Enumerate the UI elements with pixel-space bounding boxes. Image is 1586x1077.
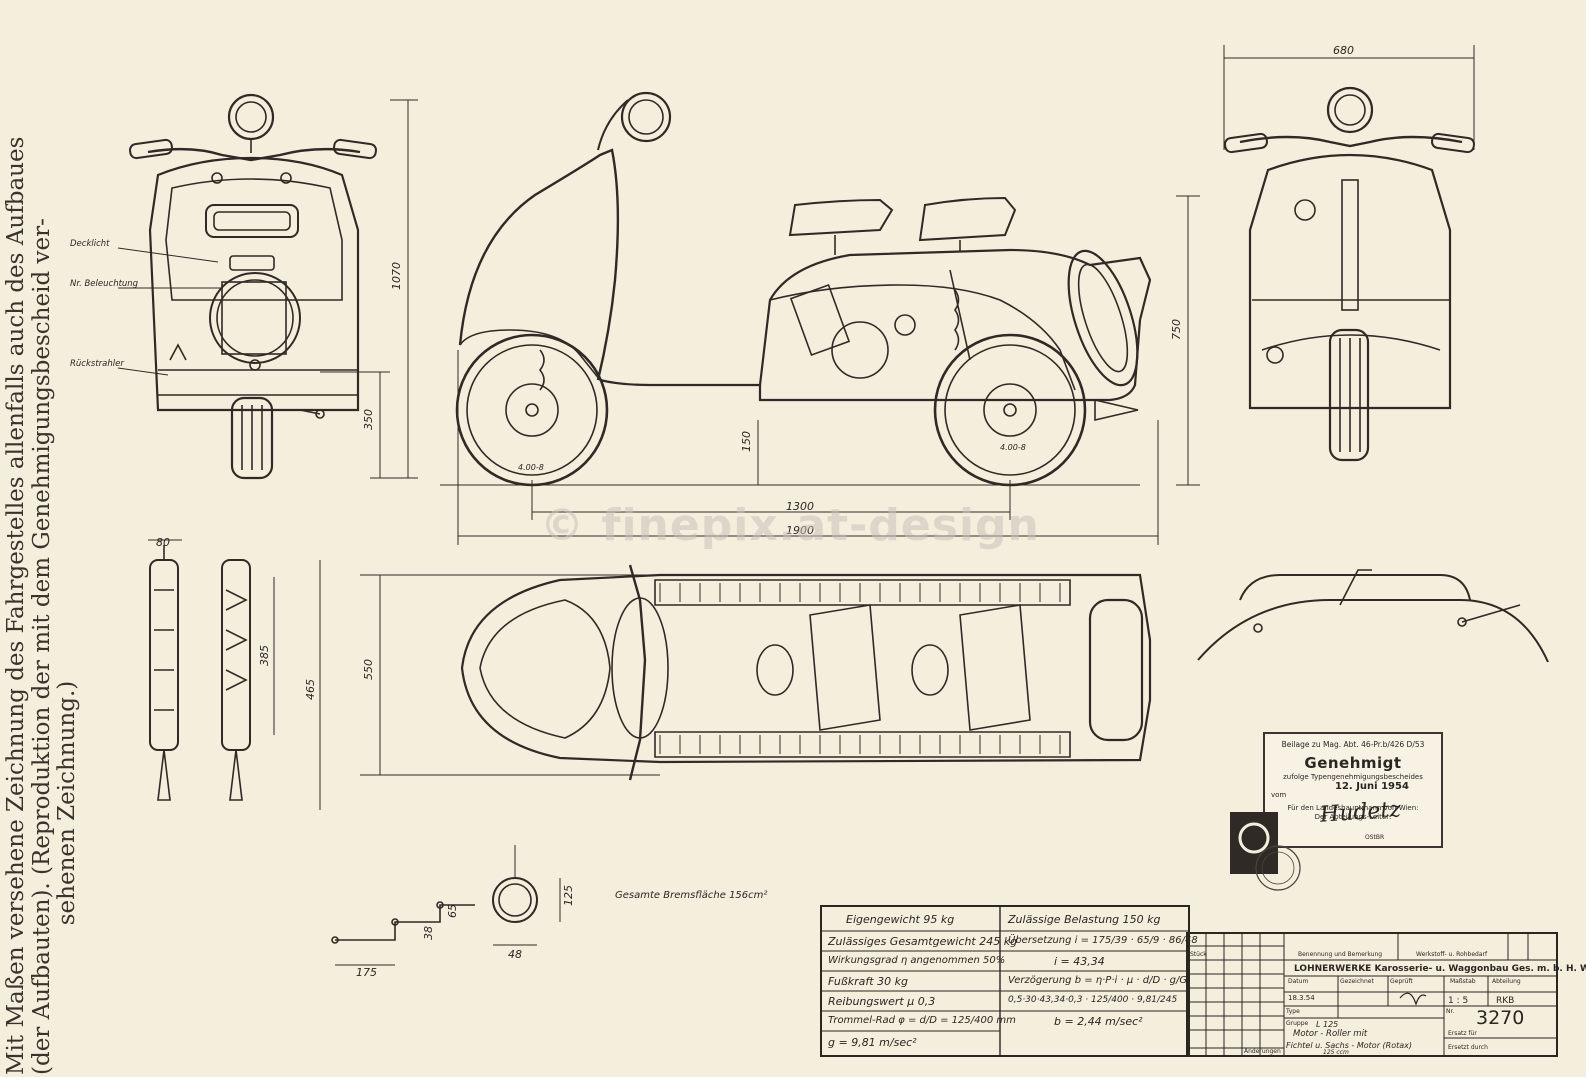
- title-block: Stück Benennung und Bemerkung Werkstoff-…: [1186, 932, 1586, 1057]
- dim-wheel-w: 48: [508, 948, 522, 961]
- spec-table: Eigengewicht 95 kg Zulässige Belastung 1…: [820, 905, 1198, 1057]
- dim-plan-width: 550: [362, 659, 375, 680]
- tb-ersetzt: Ersetzt durch: [1448, 1044, 1488, 1051]
- tb-model: L 125: [1316, 1020, 1339, 1029]
- tb-gepruft: Geprüft: [1390, 978, 1413, 985]
- stamp-sub: zufolge Typengenehmigungsbescheides: [1283, 773, 1423, 781]
- tube-details: [148, 539, 321, 810]
- tb-number: 3270: [1476, 1007, 1525, 1029]
- stamp-date: 12. Juni 1954: [1335, 781, 1409, 792]
- plan-view: [360, 564, 1152, 781]
- spec-r1c0: Zulässiges Gesamtgewicht 245 kg: [828, 935, 1018, 948]
- tb-date: 18.3.54: [1288, 994, 1315, 1002]
- stamp-for: Für den Landeshauptmann von Wien:: [1287, 804, 1419, 812]
- dim-ground-clearance: 150: [740, 431, 753, 452]
- spec-table-grid: [822, 907, 1188, 1055]
- tb-gezeichnet: Gezeichnet: [1340, 978, 1374, 985]
- label-nr-beleuchtung: Nr. Beleuchtung: [70, 279, 139, 289]
- step-detail: [331, 845, 561, 966]
- spec-r0c0: Eigengewicht 95 kg: [846, 913, 955, 926]
- dim-step-h2: 65: [446, 904, 459, 918]
- tb-company: LOHNERWERKE Karosserie- u. Waggonbau Ges…: [1294, 964, 1586, 974]
- dim-length: 1900: [786, 524, 814, 537]
- spec-r1c1: Übersetzung i = 175/39 · 65/9 · 86/48: [1008, 935, 1198, 946]
- tyre-rear-label: 4.00-8: [1000, 443, 1026, 452]
- tb-anderungen: Änderungen: [1244, 1048, 1281, 1055]
- spec-r5c0: Trommel-Rad φ = d/D = 125/400 mm: [828, 1015, 1016, 1026]
- spec-r2c0: Wirkungsgrad η angenommen 50%: [828, 955, 1006, 966]
- spec-r3c1: Verzögerung b = η·P·i · μ · d/D · g/G: [1008, 975, 1188, 986]
- spec-r2c1: i = 43,34: [1054, 955, 1105, 968]
- tb-massstab: Maßstab: [1450, 978, 1476, 985]
- dim-width: 680: [1333, 44, 1354, 57]
- dim-height-step: 350: [362, 409, 375, 430]
- front-view: [117, 93, 418, 480]
- stamp-leader: Der Abteilungs-Leiter:: [1314, 813, 1392, 821]
- tyre-front-label: 4.00-8: [518, 463, 544, 472]
- rear-view: [1223, 45, 1475, 462]
- spec-r4c1: 0,5·30·43,34·0,3 · 125/400 · 9,81/245: [1008, 995, 1178, 1005]
- title-block-grid: [1188, 934, 1556, 1055]
- tb-desc1: Motor - Roller mit: [1293, 1029, 1368, 1039]
- dim-tube-width: 80: [156, 536, 170, 549]
- stamp-sig-name: OStBR: [1365, 834, 1385, 841]
- dim-tube-len2: 465: [304, 679, 317, 700]
- brake-note: Gesamte Bremsfläche 156cm²: [615, 890, 767, 901]
- dim-height-total: 1070: [390, 262, 403, 290]
- tb-gruppe: Gruppe: [1286, 1020, 1309, 1027]
- label-ruckstrahler: Rückstrahler: [70, 359, 124, 369]
- tb-benennung: Benennung und Bemerkung: [1298, 951, 1383, 958]
- tb-werkstoff: Werkstoff- u. Rohbedarf: [1416, 951, 1488, 958]
- tb-scale: 1 : 5: [1448, 996, 1469, 1006]
- tb-nr: Nr.: [1446, 1008, 1455, 1015]
- dim-step-w: 175: [356, 966, 377, 979]
- tb-ersatz: Ersatz für: [1448, 1030, 1477, 1037]
- tb-displacement: 125 ccm: [1323, 1049, 1349, 1056]
- tb-abteilung: Abteilung: [1492, 978, 1521, 985]
- side-view: [440, 91, 1200, 545]
- label-decklicht: Decklicht: [70, 239, 110, 249]
- dim-step-h: 38: [422, 926, 435, 940]
- dim-tube-len1: 385: [258, 645, 271, 666]
- stamp-vom: vom: [1271, 791, 1287, 799]
- tb-datum: Datum: [1288, 978, 1309, 985]
- dim-wheelbase: 1300: [786, 500, 814, 513]
- spec-r0c1: Zulässige Belastung 150 kg: [1008, 913, 1161, 926]
- spec-r3c0: Fußkraft 30 kg: [828, 975, 908, 988]
- stamp-top: Beilage zu Mag. Abt. 46-Pr.b/426 D/53: [1281, 740, 1425, 749]
- tb-desc2: Fichtel u. Sachs - Motor (Rotax): [1286, 1041, 1412, 1050]
- approval-stamp: Beilage zu Mag. Abt. 46-Pr.b/426 D/53 Ge…: [1263, 732, 1443, 848]
- tb-stuck: Stück: [1190, 951, 1207, 958]
- watermark: © finepix.at-design: [540, 500, 1040, 551]
- stamp-title: Genehmigt: [1304, 754, 1402, 772]
- dim-seat-height: 750: [1170, 319, 1183, 340]
- spec-r4c0: Reibungswert μ 0,3: [828, 995, 936, 1008]
- spec-r6c0: g = 9,81 m/sec²: [828, 1036, 917, 1049]
- tb-typ: Type: [1286, 1008, 1300, 1015]
- spec-r5c1: b = 2,44 m/sec²: [1054, 1015, 1143, 1028]
- seat-sketch: [1197, 569, 1549, 663]
- tb-dept: RKB: [1496, 996, 1515, 1006]
- dim-wheel-d: 125: [562, 885, 575, 906]
